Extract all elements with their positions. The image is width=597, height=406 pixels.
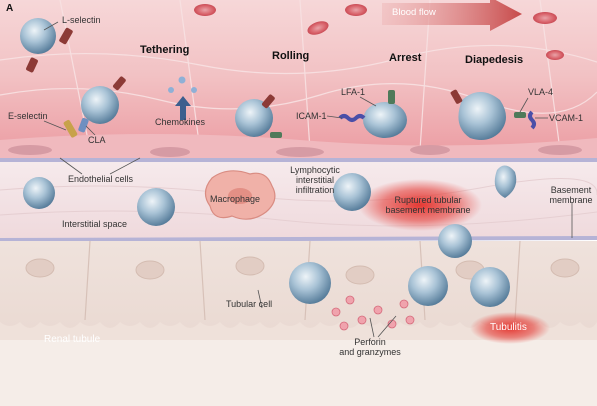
step-diapedesis: Diapedesis [465,54,524,66]
adhesion-molecules [26,27,536,138]
brush-border [0,322,597,340]
ruptured-membrane-glow [358,179,482,231]
step-arrest: Arrest [389,52,422,64]
chemokine-dots [168,76,197,93]
perforin-granules [331,295,415,331]
label-tubulitis: Tubulitis [490,322,527,333]
tubular-basement-membrane [0,236,597,242]
step-tethering: Tethering [140,44,190,56]
label-vcam1: VCAM-1 [549,113,584,123]
label-endothelial-cells: Endothelial cells [68,174,134,184]
label-vla4: VLA-4 [528,87,554,97]
interstitial-fibers [0,178,597,227]
label-renal-tubule: Renal tubule [44,334,101,345]
chemokine-arrow [175,96,191,120]
tubular-nuclei [25,256,580,285]
red-blood-cells [194,4,564,60]
label-lfa1: LFA-1 [341,87,366,97]
blood-flow-label: Blood flow [392,7,436,18]
label-e-selectin: E-selectin [8,111,48,121]
vascular-basement-membrane [0,158,597,162]
label-icam1: ICAM-1 [296,111,327,121]
label-tubular-cell: Tubular cell [226,299,273,309]
endothelial-nuclei [8,145,582,157]
blood-flow-arrow [382,0,522,31]
label-macrophage: Macrophage [210,194,261,204]
label-basement-membrane: Basement membrane [549,185,593,205]
label-interstitial-space: Interstitial space [62,219,128,229]
label-lymphocytic-infiltration: Lymphocytic interstitial infiltration [290,165,340,195]
step-rolling: Rolling [272,50,310,62]
leader-lines [43,21,573,338]
label-perforin: Perforin and granzymes [339,337,401,357]
label-l-selectin: L-selectin [62,15,101,25]
label-cla: CLA [88,135,106,145]
panel-letter: A [6,3,14,14]
tubule-lumen [0,340,597,406]
macrophage-nucleus [228,188,252,204]
lymphocytes [20,18,517,307]
label-chemokines: Chemokines [155,117,206,127]
endothelial-layer [0,134,597,160]
label-ruptured-membrane: Ruptured tubular basement membrane [385,195,471,215]
tubulitis-glow [470,312,550,344]
